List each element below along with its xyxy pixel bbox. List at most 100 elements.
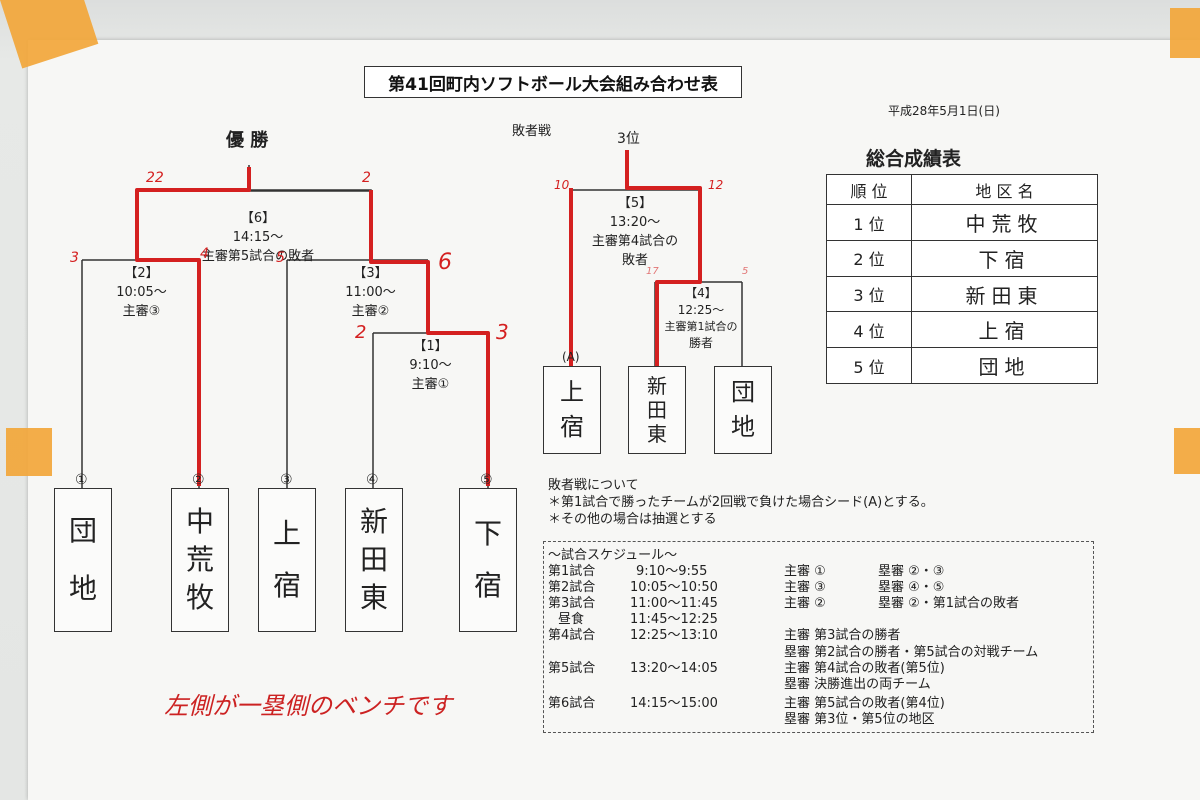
schedule-base-umpire: 塁審 ②・③ — [878, 564, 945, 579]
page-title: 第41回町内ソフトボール大会組み合わせ表 — [364, 66, 742, 98]
match-5-umpire-2: 敗者 — [621, 253, 648, 268]
schedule-time: 14:15～15:00 — [630, 696, 718, 711]
loser-bracket-label: 敗者戦 — [512, 124, 552, 139]
loser-team-card: 新 田 東 — [628, 366, 686, 454]
team-cell: 下宿 — [911, 239, 1098, 277]
match-4-number: 【4】 — [685, 286, 717, 300]
score-m1-left: 2 — [355, 322, 367, 343]
team-card: 中 荒 牧 — [171, 488, 229, 632]
match-3-umpire: 主審② — [351, 304, 390, 319]
table-row: 1 位中荒牧 — [826, 204, 1098, 241]
score-m1-right: 3 — [496, 320, 509, 344]
schedule-lunch: 昼食 — [558, 612, 585, 627]
team-char: 地 — [731, 413, 755, 441]
schedule-time: 13:20～14:05 — [630, 661, 718, 676]
rank-cell: 4 位 — [826, 311, 912, 349]
schedule-umpire: 主審 ③ — [784, 580, 826, 595]
team-char: 田 — [647, 398, 667, 422]
seed-number: ④ — [366, 472, 379, 488]
match-5-time: 13:20～ — [609, 215, 661, 230]
schedule-umpire: 主審 第5試合の敗者(第4位) — [784, 696, 945, 711]
ranking-header-row: 順 位 地 区 名 — [826, 173, 1098, 206]
score-m4-right: 5 — [742, 266, 749, 277]
team-cell: 上宿 — [911, 311, 1098, 349]
team-char: 団 — [68, 514, 97, 548]
match-1-umpire: 主審① — [411, 377, 450, 392]
team-char: 地 — [68, 572, 97, 605]
schedule-base-umpire: 塁審 第3位・第5位の地区 — [784, 712, 935, 727]
rank-cell: 3 位 — [826, 275, 912, 313]
rank-cell: 2 位 — [826, 239, 912, 277]
team-card: 上 宿 — [258, 488, 316, 632]
schedule-time: 10:05～10:50 — [630, 580, 718, 595]
loser-notes-heading: 敗者戦について — [548, 478, 639, 493]
event-date: 平成28年5月1日(日) — [888, 104, 1000, 118]
loser-team-card: 団 地 — [714, 366, 772, 454]
team-char: 新 — [359, 505, 388, 539]
schedule-base-umpire: 塁審 ④・⑤ — [878, 580, 945, 595]
team-char: 東 — [647, 422, 667, 446]
match-2-time: 10:05～ — [116, 285, 167, 300]
seed-number: ③ — [280, 472, 293, 488]
team-char: 牧 — [185, 580, 214, 614]
match-6-time: 14:15～ — [232, 230, 284, 245]
tape-right — [1174, 428, 1200, 474]
seed-number: ② — [192, 472, 205, 488]
team-char: 宿 — [473, 569, 502, 602]
match-1-time: 9:10～ — [409, 358, 452, 373]
team-cell: 新田東 — [911, 275, 1098, 313]
team-char: 田 — [359, 543, 388, 577]
rank-cell: 5 位 — [826, 347, 912, 384]
team-char: 上 — [272, 517, 301, 551]
score-m2-left: 3 — [70, 250, 79, 266]
match-2-umpire: 主審③ — [122, 304, 161, 319]
table-row: 3 位新田東 — [826, 275, 1098, 313]
match-3-number: 【3】 — [353, 266, 388, 281]
schedule-base-umpire: 塁審 決勝進出の両チーム — [784, 677, 931, 692]
match-5-number: 【5】 — [617, 196, 653, 211]
bench-note: 左側が一塁側のベンチです — [164, 692, 452, 720]
schedule-game: 第6試合 — [548, 696, 596, 711]
table-row: 4 位上宿 — [826, 311, 1098, 349]
schedule-umpire: 主審 第4試合の敗者(第5位) — [784, 661, 945, 676]
table-row: 2 位下宿 — [826, 239, 1098, 277]
third-place-label: 3位 — [617, 131, 640, 147]
score-m5-right: 12 — [708, 178, 724, 192]
loser-team-card: 上 宿 — [543, 366, 601, 454]
team-char: 中 — [185, 505, 214, 539]
match-3-time: 11:00～ — [345, 285, 396, 300]
tape-top-right — [1170, 8, 1200, 58]
schedule-time: 12:25～13:10 — [630, 628, 718, 643]
team-char: 新 — [647, 374, 667, 398]
schedule-time: 9:10～9:55 — [636, 564, 708, 579]
match-2-number: 【2】 — [124, 266, 159, 281]
match-6-umpire: 主審第5試合の敗者 — [201, 249, 315, 264]
match-3-label: 【3】 11:00～ 主審② — [333, 262, 408, 319]
champion-label: 優 勝 — [226, 130, 269, 151]
team-cell: 団地 — [911, 347, 1098, 384]
seed-number: ① — [75, 472, 88, 488]
match-4-umpire: 主審第1試合の — [664, 320, 738, 333]
match-5-umpire: 主審第4試合の — [591, 234, 679, 249]
schedule-heading: ～試合スケジュール～ — [548, 548, 678, 563]
schedule-time: 11:45～12:25 — [630, 612, 718, 627]
team-char: 下 — [473, 517, 502, 551]
score-m4-left: 17 — [646, 266, 659, 277]
team-card: 下 宿 — [459, 488, 517, 632]
schedule-base-umpire: 塁審 第2試合の勝者・第5試合の対戦チーム — [784, 645, 1039, 660]
score-m6-left: 22 — [146, 170, 164, 186]
rank-cell: 1 位 — [826, 204, 912, 241]
tape-left — [6, 428, 52, 476]
score-m5-left: 10 — [554, 178, 570, 192]
team-card: 団 地 — [54, 488, 112, 632]
seed-a-label: (A) — [562, 350, 580, 364]
match-6-number: 【6】 — [240, 211, 276, 226]
schedule-umpire: 主審 ② — [784, 596, 826, 611]
ranking-title: 総合成績表 — [866, 148, 962, 170]
match-4-label: 【4】 12:25～ 主審第1試合の 勝者 — [651, 284, 751, 351]
ranking-header-team: 地 区 名 — [911, 173, 1098, 206]
schedule-game: 第2試合 — [548, 580, 596, 595]
match-1-label: 【1】 9:10～ 主審① — [393, 335, 468, 392]
table-row: 5 位団地 — [826, 347, 1098, 384]
schedule-time: 11:00～11:45 — [630, 596, 718, 611]
